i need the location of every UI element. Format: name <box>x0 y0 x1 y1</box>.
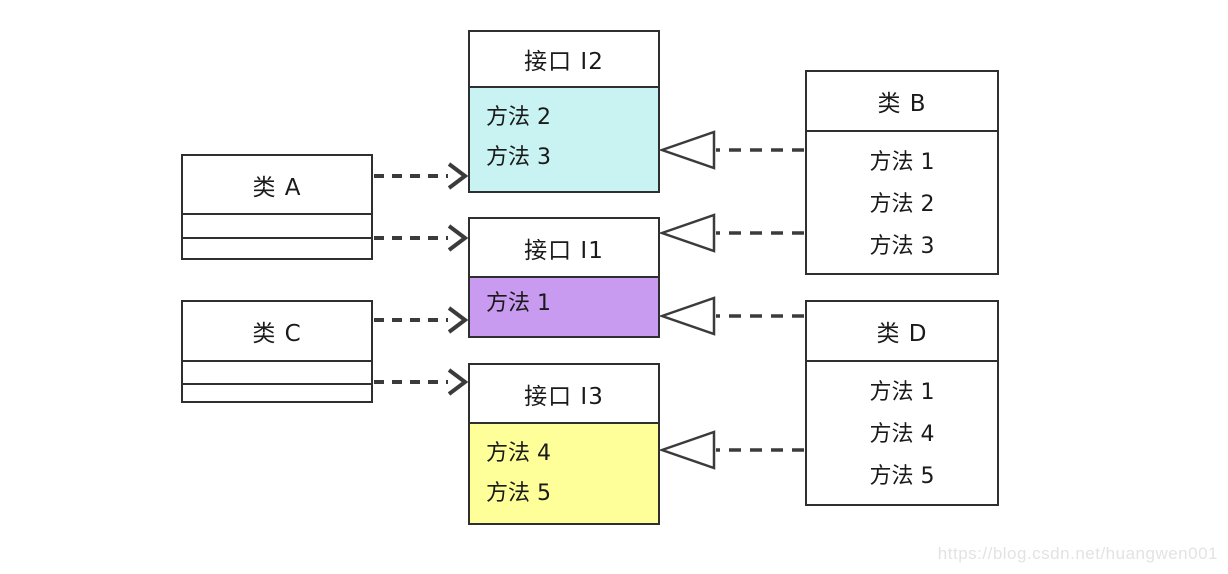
class-c-title: 类 C <box>183 302 371 362</box>
interface-i2-box: 接口 I2 方法 2 方法 3 <box>468 30 660 193</box>
method-label: 方法 4 <box>869 422 935 447</box>
class-d-box: 类 D 方法 1 方法 4 方法 5 <box>805 300 999 506</box>
method-label: 方法 5 <box>486 481 551 506</box>
interface-i2-title: 接口 I2 <box>470 32 658 88</box>
class-b-methods-compartment: 方法 1 方法 2 方法 3 <box>807 132 997 273</box>
class-a-operations-compartment <box>183 237 371 258</box>
dependency-arrowhead-a-i2 <box>447 162 469 190</box>
interface-i1-methods-compartment: 方法 1 <box>470 278 658 336</box>
interface-i2-methods-compartment: 方法 2 方法 3 <box>470 88 658 191</box>
realization-triangle-d-i1 <box>658 296 716 336</box>
class-c-box: 类 C <box>181 300 373 403</box>
class-a-title: 类 A <box>183 156 371 215</box>
interface-i3-title: 接口 I3 <box>470 365 658 424</box>
class-b-box: 类 B 方法 1 方法 2 方法 3 <box>805 70 999 275</box>
method-label: 方法 1 <box>869 150 935 175</box>
class-c-operations-compartment <box>183 383 371 401</box>
interface-i1-box: 接口 I1 方法 1 <box>468 217 660 338</box>
class-a-box: 类 A <box>181 154 373 260</box>
method-label: 方法 2 <box>486 105 551 130</box>
dependency-arrowhead-c-i3 <box>447 368 469 396</box>
dependency-arrowhead-a-i1 <box>447 224 469 252</box>
class-a-attributes-compartment <box>183 215 371 237</box>
method-label: 方法 2 <box>869 192 935 217</box>
class-c-attributes-compartment <box>183 362 371 383</box>
method-label: 方法 3 <box>486 145 551 170</box>
watermark-url: https://blog.csdn.net/huangwen001 <box>937 544 1218 563</box>
realization-triangle-d-i3 <box>658 430 716 470</box>
interface-i1-title: 接口 I1 <box>470 219 658 278</box>
method-label: 方法 5 <box>869 464 935 489</box>
dependency-arrowhead-c-i1 <box>447 306 469 334</box>
realization-triangle-b-i1 <box>658 213 716 253</box>
class-d-methods-compartment: 方法 1 方法 4 方法 5 <box>807 362 997 504</box>
method-label: 方法 1 <box>486 291 551 316</box>
method-label: 方法 3 <box>869 234 935 259</box>
realization-triangle-b-i2 <box>658 130 716 170</box>
interface-i3-methods-compartment: 方法 4 方法 5 <box>470 424 658 523</box>
class-b-title: 类 B <box>807 72 997 132</box>
class-d-title: 类 D <box>807 302 997 362</box>
method-label: 方法 1 <box>869 380 935 405</box>
method-label: 方法 4 <box>486 441 551 466</box>
interface-i3-box: 接口 I3 方法 4 方法 5 <box>468 363 660 525</box>
